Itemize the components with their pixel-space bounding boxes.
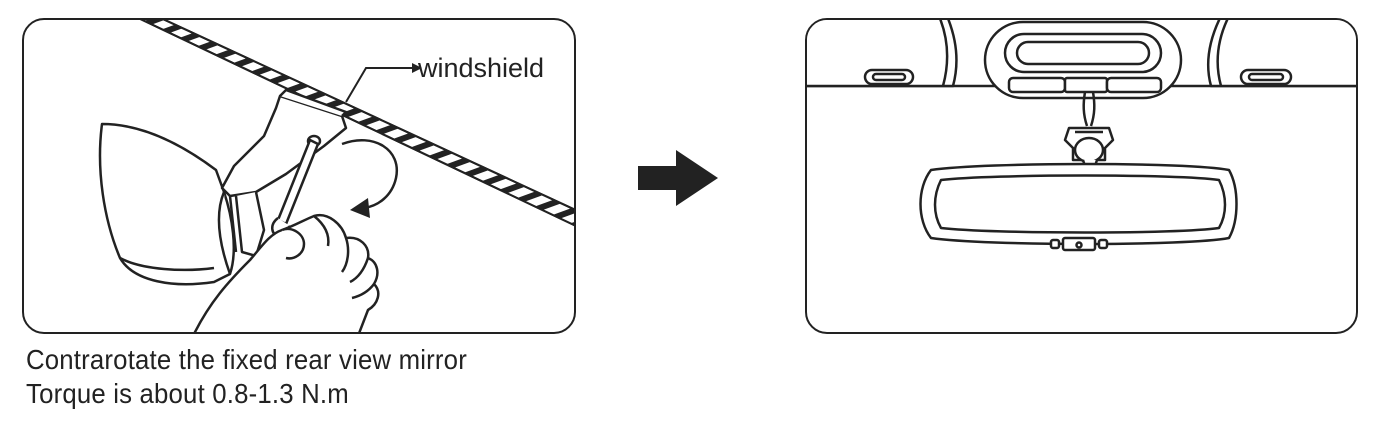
overhead-console	[983, 20, 1183, 100]
windshield-callout	[345, 63, 422, 103]
windshield-glass	[140, 20, 574, 227]
illustration-panel-right	[805, 18, 1358, 334]
mirror-mount	[1063, 126, 1115, 168]
right-arrow-icon	[638, 150, 718, 206]
counterclockwise-arrow-icon	[341, 138, 399, 218]
rear-view-mirror	[919, 162, 1238, 246]
windshield-label: windshield	[417, 53, 544, 83]
mirror-controls	[1049, 236, 1109, 252]
sun-visor-left	[807, 20, 958, 88]
caption-line-2: Torque is about 0.8-1.3 N.m	[26, 378, 349, 409]
caption-line-1: Contrarotate the fixed rear view mirror	[26, 344, 467, 375]
hand	[193, 213, 380, 332]
sun-visor-right	[1207, 20, 1356, 88]
instruction-caption: Contrarotate the fixed rear view mirror …	[26, 343, 626, 411]
mirror-housing	[98, 122, 235, 286]
mirror-wiring	[1082, 91, 1096, 127]
mirror-front-view-illustration	[807, 20, 1356, 252]
illustration-panel-left: windshield	[22, 18, 576, 334]
mirror-removal-illustration: windshield	[98, 20, 574, 332]
mirror-bracket	[220, 88, 348, 258]
